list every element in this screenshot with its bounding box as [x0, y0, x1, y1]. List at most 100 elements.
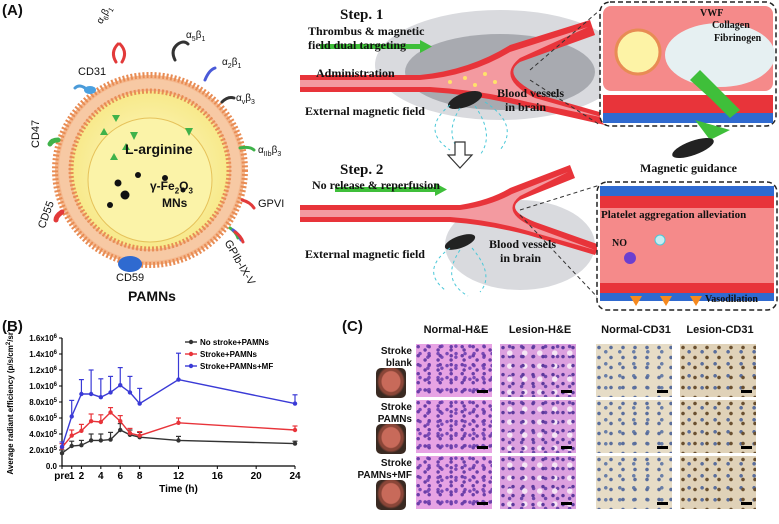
legend-swatch-marker [188, 363, 194, 369]
legend-swatch-marker [188, 339, 194, 345]
x-tick-label: 12 [173, 471, 185, 482]
step1-magnet [447, 90, 483, 110]
y-tick-label: 1.0x106 [29, 382, 57, 391]
x-tick-label: pre [54, 471, 70, 482]
data-point [69, 414, 74, 419]
histology-image-tile [680, 344, 756, 397]
histology-image-tile [680, 456, 756, 509]
data-point [69, 433, 74, 438]
l-arginine-glyphs [100, 115, 193, 160]
step1-subtitle-2: field dual targeting [308, 38, 406, 52]
y-tick-label: 1.2x106 [29, 366, 57, 375]
step-diagrams [300, 1, 778, 311]
histology-image-tile [680, 400, 756, 453]
avb3-s2: 3 [251, 99, 255, 106]
data-point [79, 391, 84, 397]
a2b1-a: α [222, 57, 228, 68]
fe2o3-label: γ-Fe2O3 [150, 179, 193, 195]
data-point [118, 427, 123, 433]
data-point [59, 444, 65, 449]
scale-bar [657, 502, 668, 505]
mns-label: MNs [162, 196, 188, 210]
avb3-s1: v [241, 99, 246, 106]
panel-b-label: (B) [2, 318, 23, 335]
data-point [88, 419, 94, 424]
histology-image-tile [416, 456, 492, 509]
magnet-guidance-icon [672, 138, 714, 158]
brain-thumbnail [376, 424, 406, 454]
legend-label: Stroke+PAMNs+MF [200, 362, 273, 371]
aiib3-a: α [258, 145, 264, 156]
brain-thumbnail [376, 368, 406, 398]
a5b1-a: α [186, 30, 192, 41]
x-axis-title: Time (h) [159, 484, 198, 495]
fe2o3-text-2: O [179, 179, 189, 193]
scale-bar [741, 446, 752, 449]
x-tick-label: 20 [251, 471, 263, 482]
x-tick-label: 8 [137, 471, 143, 482]
legend-swatch-marker [188, 351, 194, 357]
data-point [79, 443, 84, 448]
step2-title: Step. 2 [340, 162, 384, 178]
histology-column-header: Normal-H&E [423, 324, 489, 336]
y-tick-label: 8.0x105 [29, 398, 57, 407]
data-point [127, 390, 133, 395]
receptor-cd31: CD31 [78, 66, 107, 78]
a2b1-s1: 2 [227, 63, 232, 70]
y-tick-exponent: 5 [54, 430, 58, 436]
scale-bar [741, 502, 752, 505]
membrane-band [59, 79, 241, 261]
histology-row-label-line1: Stroke [380, 458, 412, 469]
inner-core [87, 117, 213, 243]
step2-arrow [335, 187, 435, 192]
step2-vessels-1: Blood vessels [489, 237, 557, 251]
data-point [88, 438, 94, 443]
a2b1-b: β [231, 57, 238, 68]
step1-vessels-1: Blood vessels [497, 86, 565, 100]
inset2-no: NO [612, 238, 627, 249]
scale-bar [477, 390, 488, 393]
cd59-blob [118, 256, 142, 272]
panel-c-label: (C) [342, 318, 363, 335]
guidance-arrow [690, 70, 740, 118]
scale-bar [741, 390, 752, 393]
histology-column-header: Normal-CD31 [601, 324, 671, 336]
administration-label: Administration [316, 66, 395, 80]
histology-image-tile [500, 456, 576, 509]
data-point [127, 431, 133, 436]
receptor-cd47: CD47 [30, 119, 42, 148]
a5b1-s2: 1 [201, 36, 206, 43]
step1-ext-field: External magnetic field [305, 104, 425, 118]
scale-bar [561, 446, 572, 449]
data-point [118, 419, 123, 424]
histology-row-label-line2: blank [385, 358, 412, 369]
y-tick-exponent: 6 [54, 350, 58, 356]
histology-row-label-line2: PAMNs+MF [357, 470, 412, 481]
radiant-efficiency-chart: 0.02.0x1054.0x1056.0x1058.0x1051.0x1061.… [6, 329, 301, 495]
data-point [137, 401, 142, 406]
x-tick-label: 16 [212, 471, 224, 482]
y-tick-label: 1.4x106 [29, 350, 57, 359]
y-axis-title-tail: /sr) [6, 329, 15, 342]
scale-bar [561, 390, 572, 393]
magnetic-guidance-label: Magnetic guidance [640, 161, 737, 175]
step2-ext-field: External magnetic field [305, 247, 425, 261]
histology-image-tile [500, 400, 576, 453]
aiib3-s1: IIb [263, 151, 272, 158]
inset2-vasodilation: Vasodilation [705, 294, 758, 305]
aiib3-b: β [271, 145, 278, 156]
receptor-a2b1: α2β1 [222, 57, 241, 70]
data-point [69, 443, 74, 449]
step1-particles [448, 72, 497, 87]
data-point [88, 391, 94, 397]
fe2o3-sub-1: 2 [174, 186, 180, 196]
y-tick-exponent: 6 [54, 366, 58, 372]
data-point [176, 420, 181, 425]
y-axis-title: Average radiant efficiency (p/s/cm2/sr) [6, 329, 15, 475]
data-point [59, 451, 65, 456]
y-axis-title-sup: 2 [6, 341, 12, 345]
data-point [98, 419, 104, 425]
y-tick-label: 2.0x105 [29, 446, 57, 455]
histology-image-tile [596, 344, 672, 397]
